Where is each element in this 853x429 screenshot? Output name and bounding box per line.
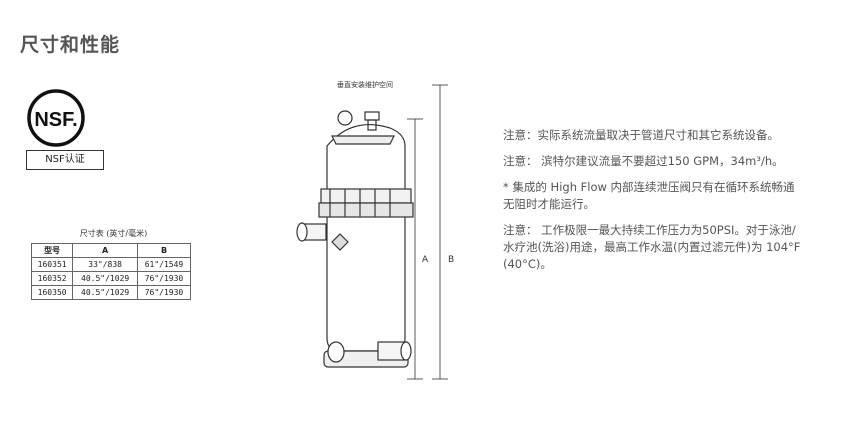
filter-drawing-icon: A B bbox=[296, 84, 454, 380]
dimension-a-label: A bbox=[422, 255, 429, 265]
filter-diagram: 垂直安装维护空间 bbox=[290, 76, 490, 386]
table-row: 160351 33"/838 61"/1549 bbox=[30, 257, 192, 272]
cell-a: 40.5"/1029 bbox=[72, 271, 138, 286]
cell-b: 76"/1930 bbox=[136, 285, 192, 300]
dimension-b-label: B bbox=[448, 255, 454, 265]
nsf-cert-label: NSF认证 bbox=[26, 150, 104, 170]
dimension-table-caption: 尺寸表 (英寸/毫米) bbox=[79, 229, 148, 238]
header-a: A bbox=[72, 243, 138, 258]
table-header-row: 型号 A B bbox=[30, 243, 192, 258]
page-title: 尺寸和性能 bbox=[20, 34, 121, 56]
cell-a: 40.5"/1029 bbox=[72, 285, 138, 300]
table-row: 160352 40.5"/1029 76"/1930 bbox=[30, 271, 192, 286]
cell-b: 61"/1549 bbox=[136, 257, 192, 272]
nsf-logo-icon: NSF. bbox=[27, 89, 85, 147]
cell-b: 76"/1930 bbox=[136, 271, 192, 286]
header-b: B bbox=[136, 243, 192, 258]
note-recommended-flow: 注意： 滨特尔建议流量不要超过150 GPM，34m³/h。 bbox=[503, 154, 784, 168]
dimension-table-section: 尺寸表 (英寸/毫米) 型号 A B 160351 33"/838 61"/15… bbox=[30, 228, 196, 300]
nsf-badge: NSF. NSF认证 bbox=[26, 88, 106, 170]
cell-model: 160351 bbox=[30, 257, 74, 272]
cell-model: 160350 bbox=[30, 285, 74, 300]
notes-section: 注意：实际系统流量取决于管道尺寸和其它系统设备。 注意： 滨特尔建议流量不要超过… bbox=[503, 127, 803, 282]
note-relief-valve: * 集成的 High Flow 内部连续泄压阀只有在循环系统畅通无阻时才能运行。 bbox=[503, 180, 795, 211]
header-model: 型号 bbox=[30, 243, 74, 258]
note-flow: 注意：实际系统流量取决于管道尺寸和其它系统设备。 bbox=[503, 128, 779, 142]
service-space-label: 垂直安装维护空间 bbox=[337, 81, 393, 89]
note-operating-limits: 注意： 工作极限一最大持续工作压力为50PSI。对于泳池/水疗池(洗浴)用途，最… bbox=[503, 223, 801, 271]
nsf-logo-text: NSF. bbox=[34, 109, 77, 131]
table-row: 160350 40.5"/1029 76"/1930 bbox=[30, 285, 192, 300]
cell-a: 33"/838 bbox=[72, 257, 138, 272]
cell-model: 160352 bbox=[30, 271, 74, 286]
dimension-table: 型号 A B 160351 33"/838 61"/1549 160352 40… bbox=[30, 243, 192, 300]
